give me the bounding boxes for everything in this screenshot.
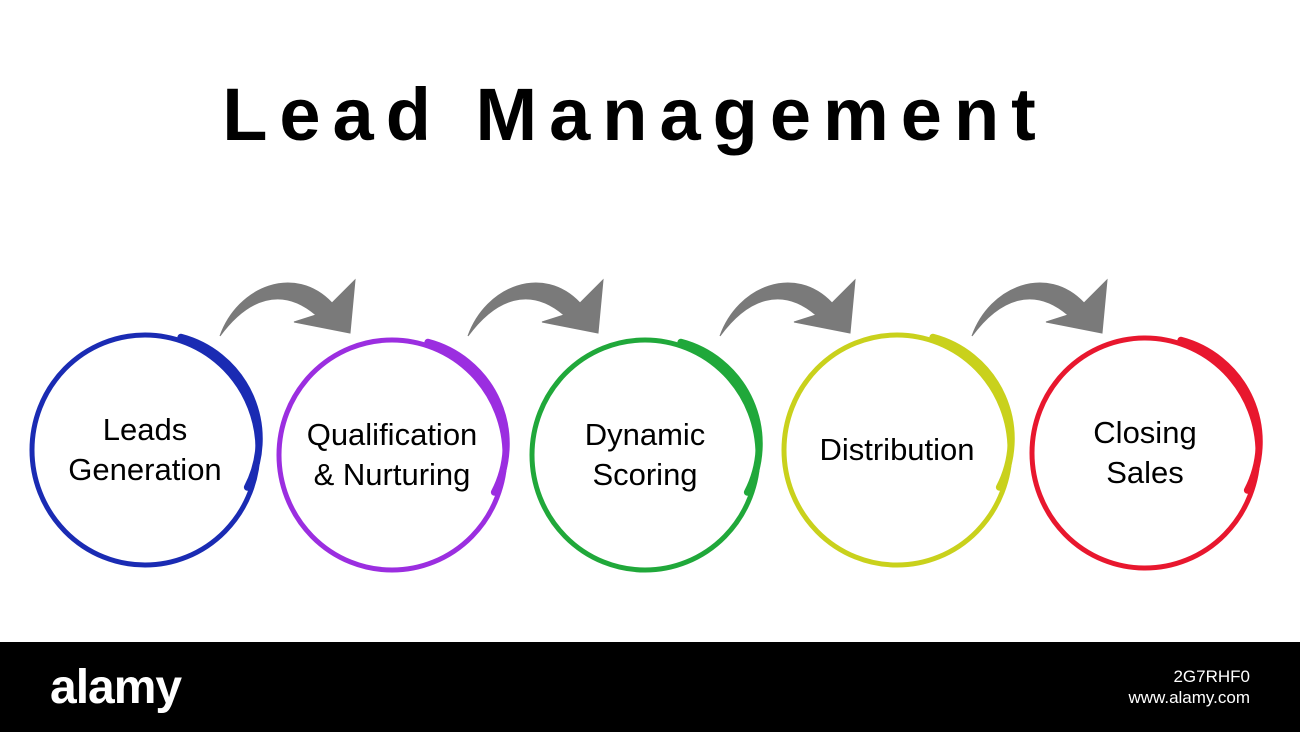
watermark-url: www.alamy.com: [1128, 688, 1250, 708]
step-ring-overlap: [929, 333, 1015, 491]
flow-arrow-1: [219, 278, 356, 337]
image-id: 2G7RHF0: [1173, 667, 1250, 686]
watermark-banner: alamy 2G7RHF0 www.alamy.com: [0, 642, 1300, 732]
step-ring-overlap: [677, 338, 763, 496]
step-label: Sales: [1106, 455, 1184, 490]
step-ring: [276, 337, 508, 573]
watermark-info: 2G7RHF0 www.alamy.com: [1128, 666, 1250, 709]
step-label: Distribution: [819, 432, 974, 467]
step-label: Scoring: [592, 457, 697, 492]
step-label: Leads: [103, 412, 187, 447]
flow-arrow-4: [971, 278, 1108, 337]
step-ring-overlap: [424, 338, 510, 496]
step-ring-overlap: [1177, 336, 1263, 494]
step-ring: [529, 337, 761, 573]
step-label: & Nurturing: [314, 457, 471, 492]
flow-arrow-3: [719, 278, 856, 337]
step-ring-overlap: [177, 333, 263, 491]
step-label: Qualification: [307, 417, 478, 452]
step-node-4: Distribution: [781, 332, 1015, 568]
step-label: Dynamic: [585, 417, 706, 452]
step-node-2: Qualification & Nurturing: [276, 337, 510, 573]
flow-arrow-2: [467, 278, 604, 337]
watermark-logo: alamy: [50, 661, 182, 714]
step-ring: [1029, 335, 1261, 571]
step-label: Generation: [68, 452, 221, 487]
diagram-title: Lead Management: [222, 73, 1048, 156]
step-ring: [29, 332, 261, 568]
step-label: Closing: [1093, 415, 1196, 450]
